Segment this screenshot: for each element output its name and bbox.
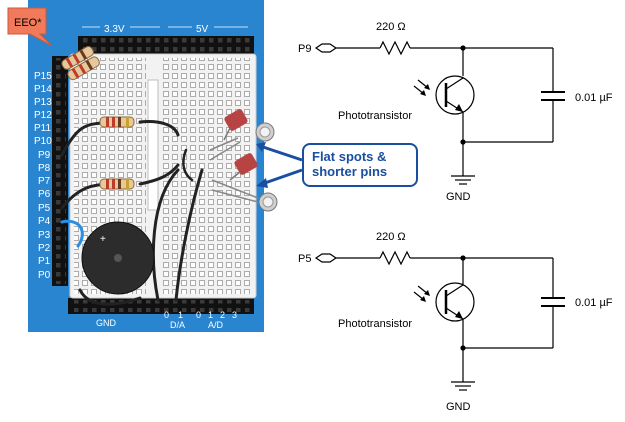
- wire-blue: [60, 219, 84, 248]
- pin-label: P13: [34, 97, 52, 108]
- board-resistor: [99, 116, 135, 128]
- footer-gnd-label: GND: [96, 318, 117, 328]
- board-resistor: [99, 178, 135, 190]
- callout-line-2: shorter pins: [312, 164, 388, 179]
- phototransistor-symbol: [435, 75, 475, 115]
- pin-label: P2: [38, 243, 51, 254]
- schematic-cap-label: 0.01 µF: [575, 92, 613, 104]
- schematic-ground-label: GND: [446, 191, 471, 203]
- io-pin-labels: P15 P14 P13 P12 P11 P10 P9 P8 P7 P6 P5 P…: [34, 71, 52, 281]
- pin-label: P15: [34, 71, 52, 82]
- pin-label: P4: [38, 216, 51, 227]
- pin-label: P12: [34, 110, 52, 121]
- footer-digit: 1: [208, 310, 213, 320]
- schematic-p5: P5 220 Ω Phototransistor 0.01 µF GND: [298, 231, 613, 413]
- eeo-badge-label: EEO*: [14, 17, 42, 29]
- footer-ad-label: A/D: [208, 320, 224, 330]
- pin-label: P11: [34, 123, 51, 134]
- schematic-cap-label: 0.01 µF: [575, 297, 613, 309]
- schematic-device-label: Phototransistor: [338, 318, 412, 330]
- pin-label: P6: [38, 189, 51, 200]
- phototransistor-symbol: [435, 282, 475, 322]
- pin-label: P7: [38, 176, 51, 187]
- schematic-pin-label: P9: [298, 43, 311, 55]
- pin-label: P14: [34, 84, 52, 95]
- schematic-resistor-label: 220 Ω: [376, 231, 406, 243]
- breadboard-center-channel: [147, 79, 159, 211]
- footer-digit: 3: [232, 310, 237, 320]
- schematic-device-label: Phototransistor: [338, 110, 412, 122]
- pin-label: P0: [38, 270, 51, 281]
- board-capacitor: [223, 109, 248, 141]
- schematic-resistor-label: 220 Ω: [376, 21, 406, 33]
- callout-line-1: Flat spots &: [312, 149, 387, 164]
- buzzer-plus-label: +: [100, 234, 106, 245]
- board-phototransistor: [209, 122, 275, 161]
- resistor-symbol: [379, 250, 411, 266]
- footer-digit: 2: [220, 310, 225, 320]
- footer-da-label: D/A: [170, 320, 185, 330]
- footer-digit: 1: [178, 310, 183, 320]
- footer-digit: 0: [196, 310, 201, 320]
- schematic-ground-label: GND: [446, 401, 471, 413]
- pin-label: P9: [38, 150, 51, 161]
- schematic-pin-label: P5: [298, 253, 311, 265]
- header-5v-label: 5V: [196, 24, 209, 35]
- flat-spots-callout: Flat spots & shorter pins: [302, 143, 418, 187]
- callout-arrows: [256, 142, 303, 188]
- board-capacitor: [229, 153, 258, 181]
- header-3v3-label: 3.3V: [104, 24, 125, 35]
- schematic-p9: P9 220 Ω Phototransistor 0.01 µF GND: [298, 21, 613, 203]
- board-phototransistor: [211, 179, 278, 212]
- resistor-symbol: [379, 40, 411, 56]
- piezo-buzzer: +: [81, 221, 155, 295]
- pin-label: P3: [38, 230, 51, 241]
- pin-label: P10: [34, 136, 52, 147]
- board-of-education: 3.3V 5V P15 P14 P13 P12 P11 P10 P9 P8 P7…: [28, 0, 278, 332]
- pin-label: P5: [38, 203, 51, 214]
- eeo-badge: EEO*: [7, 7, 53, 47]
- footer-digit: 0: [164, 310, 169, 320]
- pin-label: P1: [38, 256, 51, 267]
- pin-label: P8: [38, 163, 51, 174]
- eeo-resistors: [61, 46, 100, 81]
